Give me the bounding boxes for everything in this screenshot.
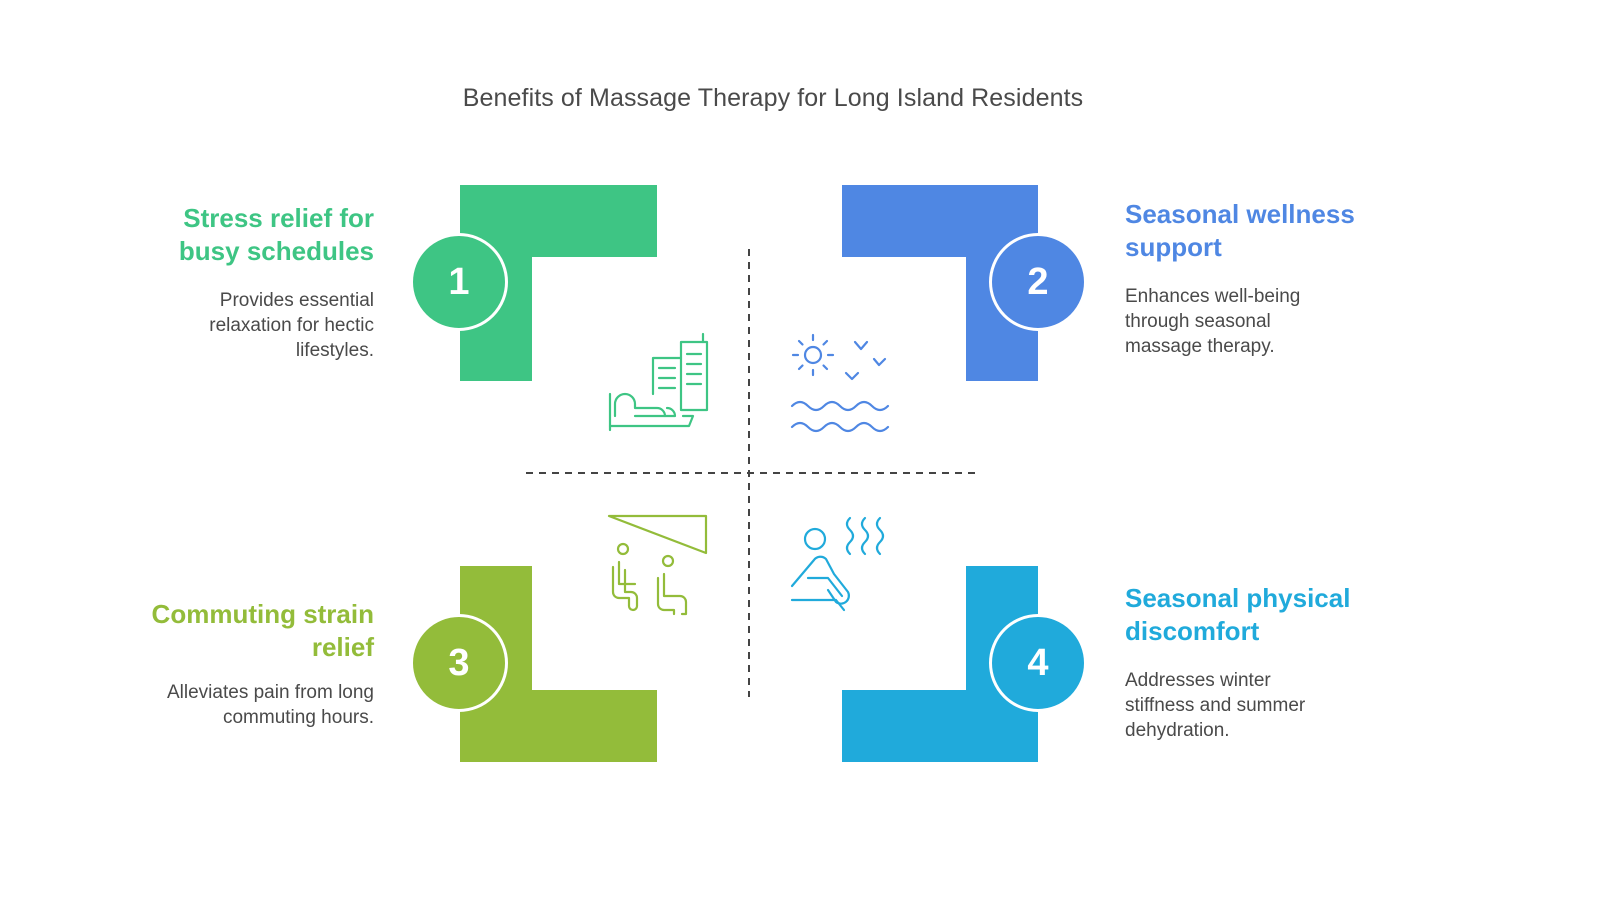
sauna-relaxation-icon <box>790 516 885 612</box>
item-2-heading-line2: support <box>1125 232 1222 262</box>
item-1-heading-line2: busy schedules <box>178 236 374 266</box>
number-badge-4: 4 <box>989 614 1087 712</box>
item-2-description: Enhances well-being through seasonal mas… <box>1125 284 1385 359</box>
item-4-desc-line3: dehydration. <box>1125 720 1230 741</box>
item-4-heading-line1: Seasonal physical <box>1125 583 1351 613</box>
item-4-description: Addresses winter stiffness and summer de… <box>1125 668 1385 743</box>
item-2-desc-line2: through seasonal <box>1125 311 1271 332</box>
item-1-heading: Stress relief for busy schedules <box>74 202 374 268</box>
item-2-desc-line1: Enhances well-being <box>1125 286 1301 307</box>
item-1-description: Provides essential relaxation for hectic… <box>114 288 374 363</box>
commuters-seated-icon <box>607 514 708 616</box>
diagram-title: Benefits of Massage Therapy for Long Isl… <box>462 84 1084 112</box>
quadrant-4-shape <box>842 566 1038 762</box>
quadrant-2-shape <box>842 185 1038 381</box>
item-3-heading-line2: relief <box>311 632 374 662</box>
item-3-heading-line1: Commuting strain <box>151 599 374 629</box>
item-3-description: Alleviates pain from long commuting hour… <box>114 680 374 730</box>
number-badge-3: 3 <box>410 614 508 712</box>
item-1-desc-line2: relaxation for hectic <box>209 315 374 336</box>
item-4-desc-line2: stiffness and summer <box>1125 695 1306 716</box>
item-1-desc-line1: Provides essential <box>219 290 374 311</box>
item-2-heading-line1: Seasonal wellness <box>1125 199 1355 229</box>
quadrant-1-shape <box>460 185 657 381</box>
number-badge-1: 1 <box>410 233 508 331</box>
quadrant-divider-lines <box>526 249 975 697</box>
number-badge-2: 2 <box>989 233 1087 331</box>
quadrant-3-shape <box>460 566 657 762</box>
sun-birds-waves-icon <box>790 333 890 433</box>
item-3-heading: Commuting strain relief <box>74 598 374 664</box>
office-buildings-relaxation-icon <box>608 332 709 432</box>
item-1-desc-line3: lifestyles. <box>295 340 374 361</box>
item-4-heading-line2: discomfort <box>1125 616 1260 646</box>
item-2-desc-line3: massage therapy. <box>1125 336 1275 357</box>
item-3-desc-line2: commuting hours. <box>222 707 374 728</box>
item-4-desc-line1: Addresses winter <box>1125 670 1271 691</box>
item-2-heading: Seasonal wellness support <box>1125 198 1425 264</box>
item-3-desc-line1: Alleviates pain from long <box>167 682 374 703</box>
item-4-heading: Seasonal physical discomfort <box>1125 582 1425 648</box>
item-1-heading-line1: Stress relief for <box>183 203 374 233</box>
